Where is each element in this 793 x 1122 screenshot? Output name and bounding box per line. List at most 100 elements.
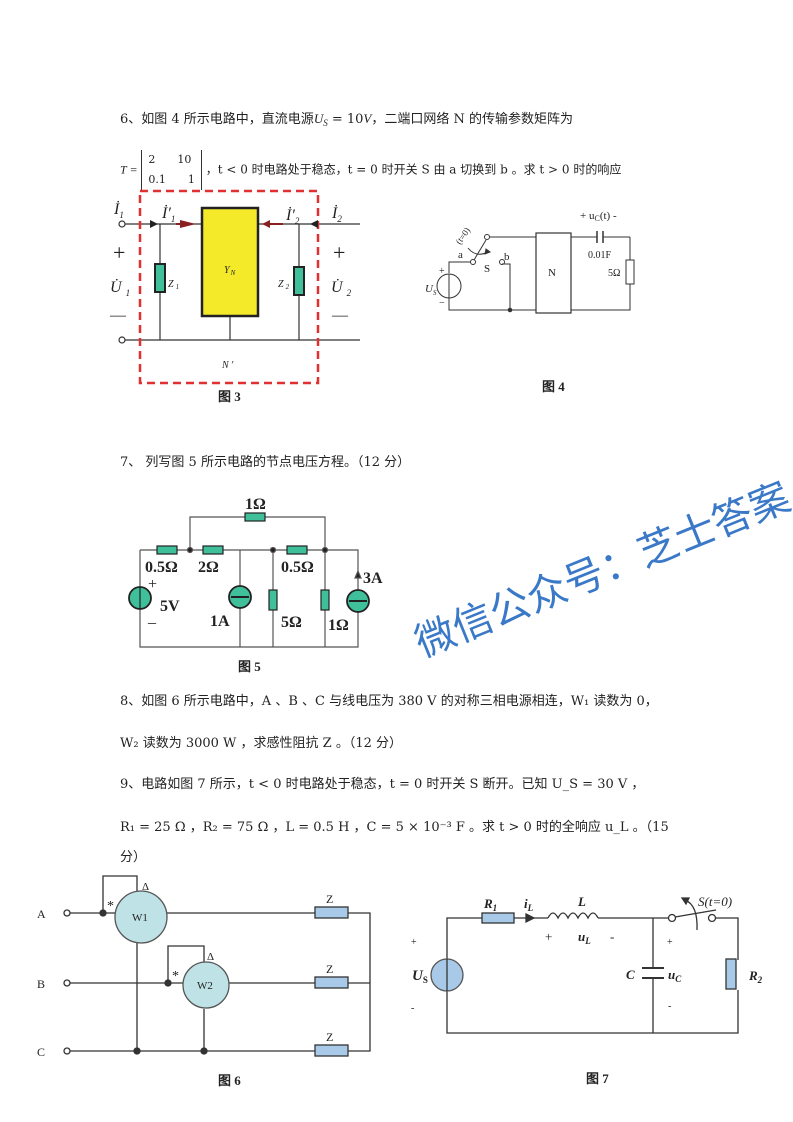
label-1a: 1A [210, 613, 230, 630]
matrix-cell: 1 [187, 173, 195, 186]
label-us: U [412, 968, 424, 984]
plus: + [113, 240, 125, 265]
label-t0: (t=0) [454, 226, 473, 247]
sub: L [584, 936, 591, 946]
wattmeter-w1: W1 [132, 912, 148, 924]
q6-text: 6、如图 4 所示电路中，直流电源 [120, 112, 314, 127]
yn-block [200, 206, 260, 318]
svg-text:US: US [412, 968, 428, 985]
label-r2: 2Ω [198, 559, 219, 576]
q6-unit: V [363, 111, 372, 126]
label-i1p: İ′ [161, 204, 171, 222]
sub: 1 [126, 288, 131, 298]
label-5ohm: 5Ω [281, 614, 302, 631]
plus: + [411, 937, 417, 948]
label-c: C [626, 967, 635, 982]
figure-5-caption: 图 5 [238, 659, 261, 674]
svg-text:U̇1: U̇1 [110, 279, 130, 298]
sub: L [527, 903, 534, 913]
z1-resistor [154, 263, 166, 293]
label-1ohm: 1Ω [328, 617, 349, 634]
label-c: C [37, 1045, 45, 1059]
label-r3: 0.5Ω [281, 559, 314, 576]
sub: 2 [286, 283, 290, 291]
figure-7 [430, 897, 739, 1034]
arrow-icon [150, 220, 158, 228]
label-uc: u [668, 967, 675, 982]
svg-text:uL: uL [578, 929, 591, 946]
star-mark: * [107, 899, 114, 914]
label-z: Z [326, 892, 333, 906]
label-i2p: İ′ [285, 206, 295, 224]
q6-us: U [313, 111, 324, 126]
label-il: i [524, 896, 528, 911]
label-s: S [484, 263, 490, 275]
svg-text:R2: R2 [748, 968, 763, 985]
sub: 2 [295, 216, 300, 226]
svg-text:Z1: Z1 [168, 279, 179, 291]
z2-resistor [293, 266, 305, 296]
figure-4 [436, 231, 635, 314]
matrix-cell: 2 [148, 153, 156, 166]
svg-text:+ uC(t) -: + uC(t) - [580, 210, 617, 223]
label-5v: 5V [160, 598, 180, 615]
label-i1: İ [113, 200, 120, 218]
figure-5-labels: 1Ω 0.5Ω 2Ω 0.5Ω + _ 5V 1A 5Ω 1Ω 3A 图 5 [145, 496, 383, 674]
minus: - [610, 929, 614, 944]
plus: + [667, 937, 673, 948]
figure-4-labels: (t=0) a b S N US + − + uC(t) - 0.01F 5Ω … [425, 210, 620, 394]
uc-rest: (t) - [600, 210, 617, 222]
label-us: U [425, 283, 434, 295]
minus: - [411, 1003, 414, 1014]
q6-line2-text: ，t < 0 时电路处于稳态，t = 0 时开关 S 由 a 切换到 b 。求 … [205, 162, 622, 177]
delta-mark: Δ [207, 951, 214, 963]
svg-text:YN: YN [224, 265, 236, 277]
sub: 1 [171, 214, 176, 224]
sub: N [230, 269, 236, 277]
plus: + [148, 576, 157, 593]
sub: S [433, 289, 437, 297]
label-r1: 0.5Ω [145, 559, 178, 576]
q9-line3: 分） [120, 850, 147, 865]
figure-6-labels: A B C W1 W2 * * Δ Δ Z Z Z 图 6 [37, 881, 333, 1088]
figure-7-caption: 图 7 [586, 1071, 609, 1086]
label-a: A [37, 907, 46, 921]
sub: C [594, 214, 599, 223]
label-ul: u [578, 929, 585, 944]
svg-text:US: US [425, 283, 437, 297]
sub: 1 [493, 903, 498, 913]
q9-line2: R₁ = 25 Ω ，R₂ = 75 Ω ，L = 0.5 H ，C = 5 ×… [120, 820, 669, 835]
label-z: Z [326, 1030, 333, 1044]
sub: 1 [176, 283, 180, 291]
q6-us-sub: S [323, 118, 328, 128]
figure-3 [118, 189, 360, 385]
label-n: N [548, 267, 556, 279]
svg-text:İ1: İ1 [113, 200, 124, 220]
wattmeter-w2: W2 [197, 980, 213, 992]
figure-6-caption: 图 6 [218, 1073, 241, 1088]
minus: _ [147, 609, 157, 626]
label-z2: Z [278, 279, 284, 290]
sub: S [423, 975, 428, 985]
svg-text:uC: uC [668, 967, 682, 984]
figure-4-caption: 图 4 [542, 379, 565, 394]
q8-line2: W₂ 读数为 3000 W ，求感性阻抗 Z 。（12 分） [120, 736, 403, 751]
label-r2: R [748, 968, 758, 983]
label-u1: U̇ [110, 279, 123, 296]
q6-line1: 6、如图 4 所示电路中，直流电源US = 10V，二端口网络 N 的传输参数矩… [120, 108, 573, 128]
minus: — [331, 307, 349, 324]
svg-text:İ′2: İ′2 [285, 206, 300, 226]
label-b: B [37, 977, 45, 991]
q6-rest: ，二端口网络 N 的传输参数矩阵为 [371, 112, 573, 127]
figure-5 [128, 512, 370, 648]
label-u2: U̇ [331, 279, 344, 296]
label-capacitor: 0.01F [588, 250, 612, 261]
label-l: L [577, 894, 586, 909]
arrow-icon [310, 220, 318, 228]
sub: 2 [347, 288, 352, 298]
label-switch: S(t=0) [698, 894, 732, 909]
svg-text:İ′1: İ′1 [161, 204, 175, 224]
